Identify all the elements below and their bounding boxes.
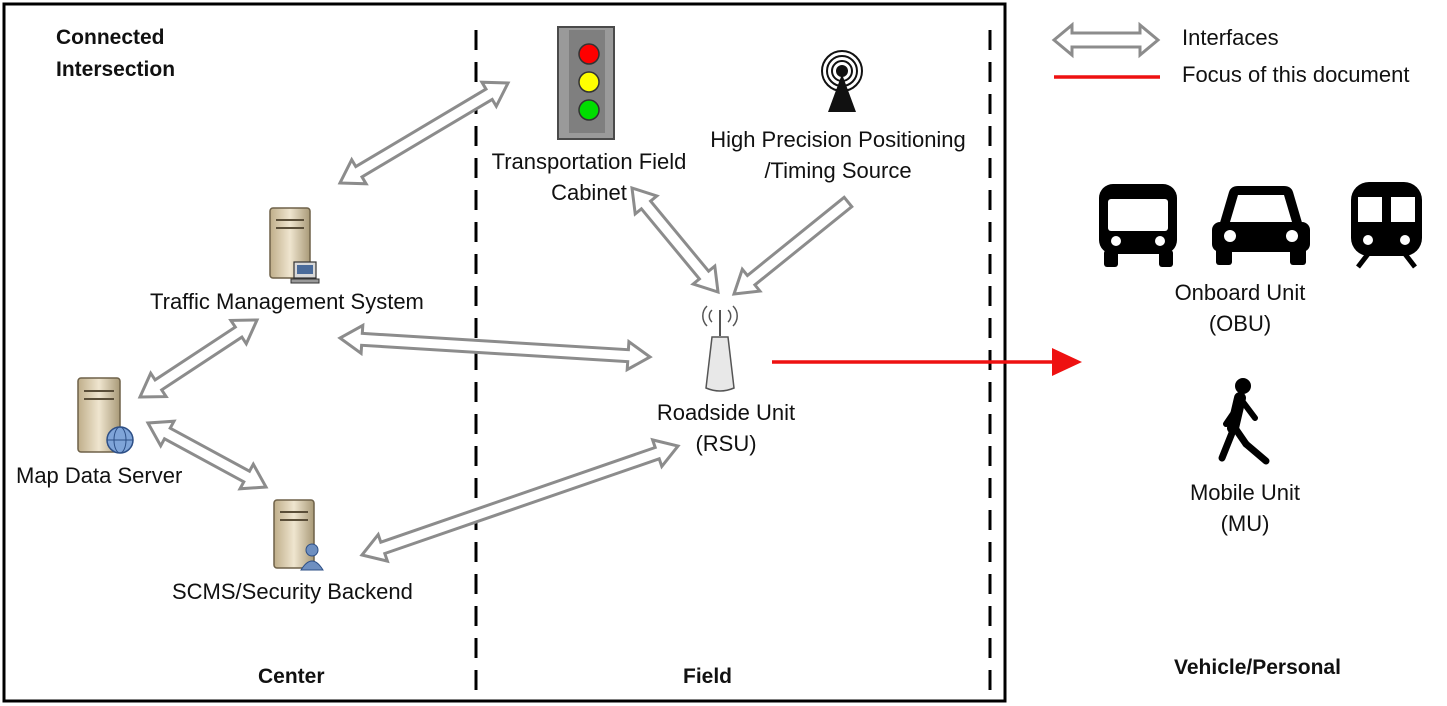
- arrow-tms-rsu: [337, 322, 653, 373]
- map-data-server-icon: [77, 377, 134, 454]
- bus-icon: [1099, 184, 1177, 267]
- obu-label-line1: Onboard Unit: [1174, 280, 1306, 305]
- rsu-label: Roadside Unit (RSU): [626, 397, 826, 459]
- rsu-label-line1: Roadside Unit: [656, 400, 796, 425]
- car-icon: [1212, 186, 1310, 265]
- scms-label: SCMS/Security Backend: [172, 579, 413, 604]
- scms-server-icon: [273, 499, 324, 571]
- connected-intersection-title: Connected Intersection: [56, 22, 175, 86]
- interface-arrows: [137, 80, 854, 564]
- map-data-server-label: Map Data Server: [16, 463, 183, 488]
- center-region-label: Center: [258, 665, 325, 688]
- mu-label: Mobile Unit (MU): [1165, 477, 1325, 539]
- mu-label-line1: Mobile Unit: [1189, 480, 1301, 505]
- positioning-antenna-icon: [821, 50, 863, 112]
- rsu-label-line2: (RSU): [695, 431, 757, 456]
- focus-arrowhead: [1052, 348, 1082, 376]
- connected-label-line1: Connected: [56, 26, 165, 49]
- train-icon: [1351, 182, 1422, 269]
- tms-label: Traffic Management System: [150, 289, 424, 314]
- arrow-hpp-rsu: [731, 195, 854, 296]
- cabinet-label-line2: Cabinet: [551, 180, 627, 205]
- arrow-scms-rsu: [359, 437, 681, 564]
- obu-label: Onboard Unit (OBU): [1160, 277, 1320, 339]
- connected-label-line2: Intersection: [56, 58, 176, 81]
- arrow-map-scms: [145, 419, 269, 491]
- arrow-cabinet-rsu: [630, 185, 720, 295]
- arrow-map-tms: [137, 318, 260, 399]
- roadside-unit-icon: [702, 305, 738, 392]
- pedestrian-icon: [1218, 378, 1270, 465]
- traffic-signal-icon: [557, 26, 615, 140]
- hpp-label-line1: High Precision Positioning: [710, 127, 966, 152]
- cabinet-label: Transportation Field Cabinet: [479, 146, 699, 208]
- arrow-tms-cabinet: [337, 80, 511, 186]
- legend-interfaces-symbol: [1051, 21, 1161, 59]
- obu-label-line2: (OBU): [1208, 311, 1272, 336]
- vehicle-region-label: Vehicle/Personal: [1174, 656, 1341, 679]
- hpp-label-line2: /Timing Source: [764, 158, 912, 183]
- traffic-management-server-icon: [269, 207, 320, 284]
- mu-label-line2: (MU): [1220, 511, 1270, 536]
- field-region-label: Field: [683, 665, 733, 688]
- legend-interfaces-label: Interfaces: [1182, 25, 1279, 50]
- connected-intersection-boundary: [2, 2, 1007, 703]
- legend-focus-label: Focus of this document: [1182, 62, 1410, 87]
- cabinet-label-line1: Transportation Field: [491, 149, 687, 174]
- hpp-label: High Precision Positioning /Timing Sourc…: [697, 124, 979, 186]
